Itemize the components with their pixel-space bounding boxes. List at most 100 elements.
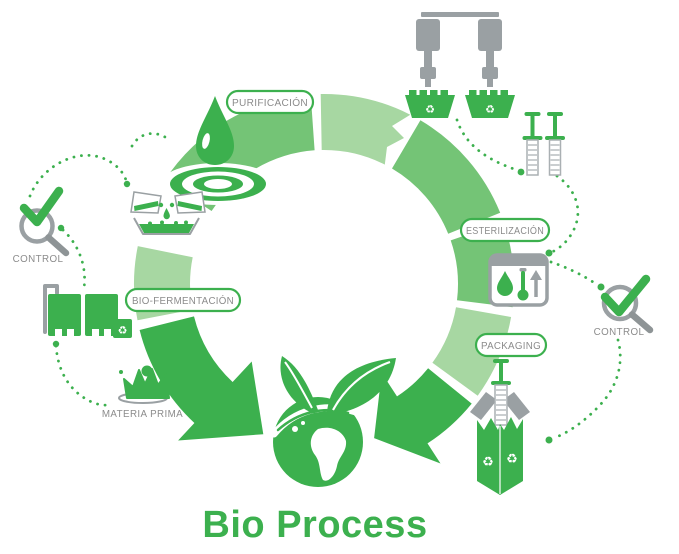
connector-end-dot <box>57 224 65 232</box>
syringe-stem <box>530 114 535 137</box>
connector-end-dot <box>597 283 605 291</box>
splash-droplet <box>119 370 123 374</box>
hopper-tooth <box>409 90 417 96</box>
thermometer-cap <box>519 268 527 272</box>
ripple-ring <box>204 179 232 189</box>
dispenser-tip <box>487 79 493 87</box>
box-face-left <box>477 418 500 495</box>
tank-foot-notch <box>92 329 99 337</box>
continent-island <box>292 426 298 432</box>
recycle-icon: ♻ <box>425 104 435 116</box>
ring-segment-top <box>320 93 411 165</box>
hopper-tooth <box>479 90 487 96</box>
connector-funnel-to-drop <box>130 132 170 148</box>
trough-bubble <box>148 221 152 226</box>
magnifier-handle <box>628 311 654 334</box>
up-arrow-head <box>530 270 542 280</box>
connector-control-right-to-box <box>552 338 622 440</box>
stage-pill-esterilizacion: ESTERILIZACIÓN <box>459 217 551 243</box>
splash-crown <box>123 368 170 399</box>
page-title: Bio Process <box>202 504 427 546</box>
check-icon <box>600 274 651 317</box>
syringe-barrel <box>548 139 562 176</box>
connector-end-dot <box>545 249 553 257</box>
tank-pipe <box>43 284 59 334</box>
dispenser-stem <box>424 51 432 67</box>
syringe-flange <box>491 381 511 385</box>
box-flap-left <box>470 392 497 420</box>
stage-pill-purificacion: PURIFICACIÓN <box>225 89 315 115</box>
packaging-label: PACKAGING <box>481 341 541 352</box>
syringe <box>545 112 565 176</box>
continent-south-america <box>310 427 347 481</box>
syringe-graduations <box>528 144 537 171</box>
connector-control-left-to-tanks <box>61 228 86 290</box>
recycle-icon: ♻ <box>482 454 494 469</box>
box-syringe <box>491 359 511 426</box>
syringe-stem <box>499 361 503 382</box>
pill-shape <box>225 89 315 115</box>
dispenser-joint <box>482 67 498 79</box>
trough-bubble <box>174 221 178 225</box>
fermentation-tanks-icon: ♻ <box>43 284 132 338</box>
dispenser <box>416 19 440 87</box>
splash-icon: MATERIA PRIMA <box>102 365 183 420</box>
connector-syringes-to-sterilization <box>550 174 580 254</box>
control-right-icon: CONTROL <box>594 274 654 338</box>
stage-pills: PURIFICACIÓN ESTERILIZACIÓN PACKAGING BI… <box>124 89 551 358</box>
recycle-icon: ♻ <box>506 451 518 466</box>
hopper-body <box>465 95 515 118</box>
connector-tanks-to-splash <box>54 344 114 407</box>
control-right-label: CONTROL <box>594 327 645 338</box>
hopper-tooth <box>419 90 427 96</box>
hopper-body <box>405 95 455 118</box>
connector-control-left-to-funnel <box>28 154 128 198</box>
magnifier-handle <box>45 234 70 257</box>
earth-leaves-icon <box>270 356 396 487</box>
connector-end-dot <box>545 436 553 444</box>
funnel-trough-liquid <box>139 224 194 233</box>
funnel-drip <box>163 208 170 220</box>
syringe <box>522 112 543 176</box>
tank <box>85 294 118 336</box>
stage-pill-bio-fermentacion: BIO-FERMENTACIÓN <box>124 287 242 313</box>
thermometer-bulb <box>517 289 529 301</box>
recycle-cube <box>113 319 132 338</box>
packaging-box-icon: ♻ ♻ <box>470 359 530 495</box>
funnel-right-liquid <box>177 201 202 211</box>
tank <box>48 294 81 336</box>
magnifier-icon <box>601 284 639 322</box>
tank-foot-notch <box>104 329 111 337</box>
hopper: ♻ <box>405 90 455 118</box>
sterilization-box-icon <box>488 253 549 307</box>
syringes-icon <box>522 112 565 176</box>
connector-hoppers-to-syringes <box>455 118 519 172</box>
dotted-connectors <box>28 118 622 444</box>
connector-end-dot <box>52 340 60 348</box>
dispenser-tip <box>425 79 431 87</box>
leaf-vein <box>332 360 391 411</box>
funnel-trough <box>133 217 200 235</box>
dispenser-body <box>478 19 502 51</box>
magnifier-icon <box>19 208 55 244</box>
recycle-icon: ♻ <box>485 104 495 116</box>
water-drop-icon <box>160 96 276 205</box>
dispenser <box>478 19 502 87</box>
filling-machine-icon: ♻ ♻ <box>405 12 515 118</box>
leaf-right <box>327 358 396 415</box>
tank-foot-notch <box>67 329 74 337</box>
syringe-graduations <box>496 389 506 421</box>
box-flap-right <box>503 392 530 420</box>
syringe-barrel <box>526 139 539 176</box>
leaf-vein <box>284 361 313 409</box>
hopper-tooth <box>490 90 498 96</box>
control-left-label: CONTROL <box>13 254 64 265</box>
syringe-graduations <box>550 144 560 171</box>
pill-shape <box>124 287 242 313</box>
trough-bubble <box>160 220 164 225</box>
drop-highlight <box>202 133 210 149</box>
recycle-icon: ♻ <box>118 325 128 337</box>
funnel-drip <box>158 202 164 208</box>
ring-segment-lower-right <box>432 307 512 396</box>
